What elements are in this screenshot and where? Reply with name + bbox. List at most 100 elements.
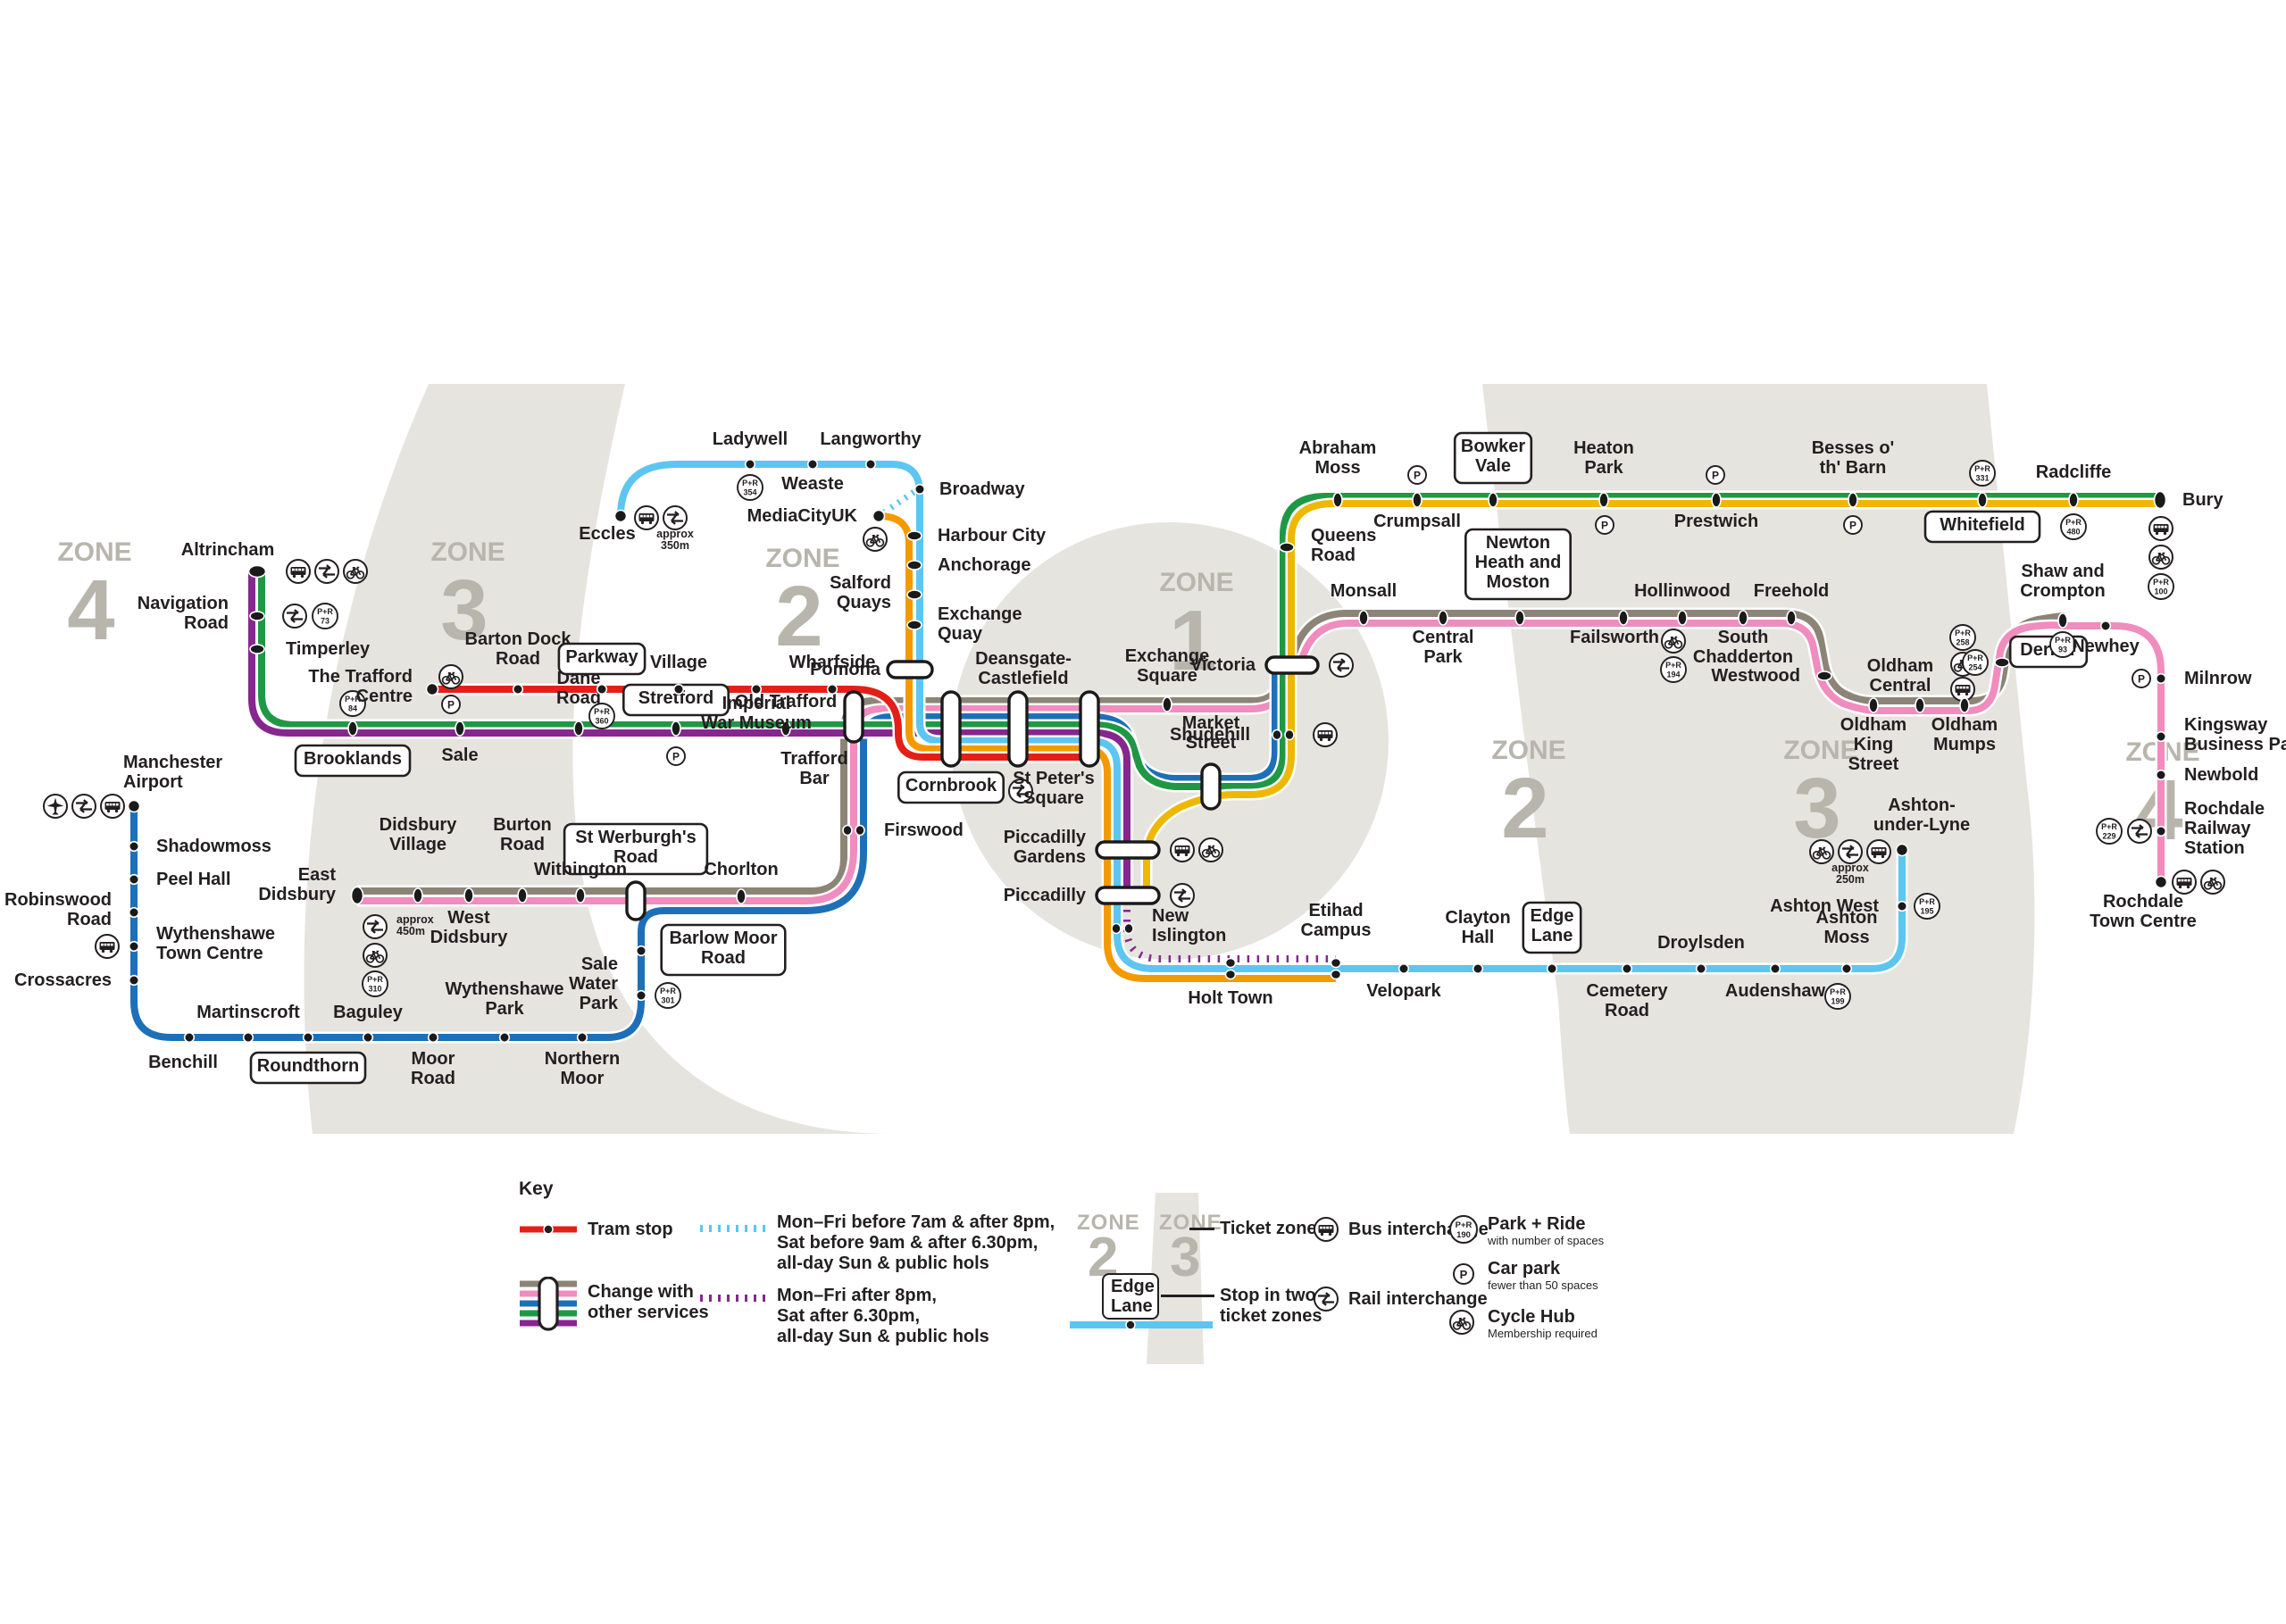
rail-icon	[662, 504, 688, 531]
svg-text:Freehold: Freehold	[1754, 581, 1829, 601]
svg-text:P+R: P+R	[2153, 578, 2169, 587]
two-zone-stop-box	[660, 923, 787, 977]
station-village: Village	[650, 653, 707, 695]
svg-text:Ashton-under-Lyne: Ashton-under-Lyne	[1873, 795, 1970, 835]
svg-text:Brooklands: Brooklands	[304, 749, 402, 769]
svg-text:Monsall: Monsall	[1331, 581, 1397, 601]
station-ashton-under-lyne: Ashton-under-Lyne	[1809, 795, 1970, 865]
park-ride-sub: with number of spaces	[1488, 1234, 1605, 1247]
svg-text:Bury: Bury	[2182, 490, 2223, 510]
station-piccadilly: Piccadilly	[1004, 882, 1196, 909]
station-anchorage: Anchorage	[906, 555, 1030, 575]
svg-text:Stretford: Stretford	[638, 688, 713, 708]
svg-text:Ladywell: Ladywell	[713, 429, 788, 449]
station-baguley: Baguley	[333, 1003, 404, 1044]
svg-text:Crumpsall: Crumpsall	[1373, 512, 1461, 531]
svg-text:P+R: P+R	[1456, 1220, 1473, 1230]
svg-text:Hollinwood: Hollinwood	[1634, 581, 1731, 601]
svg-text:Roundthorn: Roundthorn	[257, 1056, 359, 1076]
svg-text:Holt Town: Holt Town	[1188, 988, 1272, 1008]
station-chorlton: Chorlton	[704, 860, 779, 904]
station-pomona: Pomona	[810, 660, 934, 679]
station-firswood: Firswood	[842, 820, 964, 840]
svg-text:Newbold: Newbold	[2184, 765, 2258, 785]
park-ride-icon: P+R93	[2049, 631, 2076, 658]
cycle-icon	[438, 664, 463, 689]
svg-text:Milnrow: Milnrow	[2184, 669, 2252, 688]
svg-text:P+R: P+R	[1665, 661, 1681, 670]
car-park-icon: P	[1843, 515, 1863, 535]
offpeak-purple-label: Mon–Fri after 8pm,Sat after 6.30pm,all-d…	[777, 1286, 989, 1346]
svg-text:Whitefield: Whitefield	[1940, 515, 2025, 535]
station-deansgate-castlefield: Deansgate-Castlefield	[975, 649, 1072, 804]
svg-text:2: 2	[775, 569, 822, 664]
svg-text:Withington: Withington	[534, 860, 627, 879]
station-audenshaw: Audenshaw	[1725, 962, 1826, 1001]
svg-text:Westwood: Westwood	[1711, 666, 1800, 686]
station-timperley: Timperley	[249, 639, 371, 659]
svg-text:Pomona: Pomona	[810, 660, 881, 679]
svg-text:ZONE: ZONE	[765, 544, 839, 573]
svg-text:Baguley: Baguley	[333, 1003, 404, 1022]
svg-text:Langworthy: Langworthy	[820, 429, 922, 449]
cycle-hub-icon	[1448, 1309, 1475, 1336]
station-crossacres: Crossacres	[14, 970, 140, 990]
svg-text:301: 301	[661, 996, 674, 1005]
car-park-label: Car park	[1488, 1259, 1561, 1278]
offpeak-ltblue-label: Mon–Fri before 7am & after 8pm,Sat befor…	[777, 1212, 1055, 1273]
bus-icon	[634, 505, 659, 530]
interchange-sample	[520, 1277, 577, 1331]
station-hollinwood: Hollinwood	[1634, 581, 1731, 626]
svg-text:Piccadilly: Piccadilly	[1004, 886, 1087, 905]
svg-text:84: 84	[348, 704, 357, 713]
rail-icon	[362, 913, 388, 940]
svg-text:P: P	[1849, 520, 1856, 532]
car-park-icon: P	[666, 746, 686, 766]
station-langworthy: Langworthy	[820, 429, 922, 471]
svg-text:Anchorage: Anchorage	[938, 555, 1030, 575]
svg-text:195: 195	[1920, 907, 1933, 916]
svg-text:Eccles: Eccles	[579, 524, 635, 544]
key-title: Key	[519, 1178, 554, 1199]
svg-text:Audenshaw: Audenshaw	[1725, 981, 1826, 1001]
two-zone-stop-box	[249, 1051, 367, 1085]
bus-icon	[1866, 839, 1891, 864]
key-zone2-word: ZONE	[1077, 1211, 1140, 1235]
two-zone-stop-box	[557, 642, 647, 676]
svg-text:Peel Hall: Peel Hall	[156, 870, 230, 889]
svg-text:ZONE: ZONE	[57, 537, 131, 567]
tram-stop-sample	[520, 1224, 577, 1235]
svg-text:310: 310	[368, 985, 381, 994]
svg-text:P+R: P+R	[594, 707, 610, 716]
svg-text:ZONE: ZONE	[1159, 568, 1233, 597]
